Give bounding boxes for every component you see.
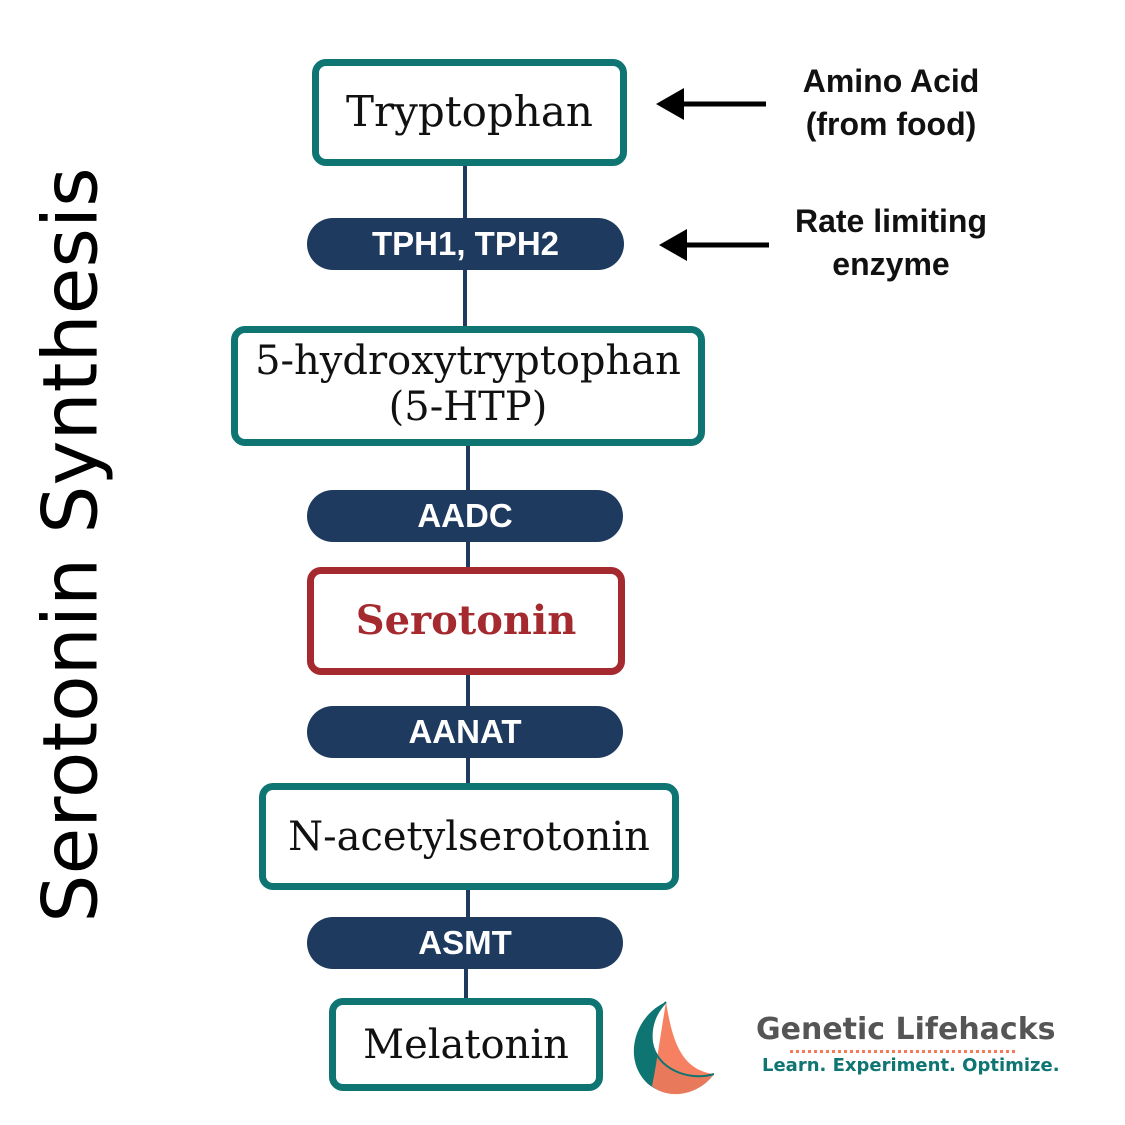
diagram-title: Serotonin Synthesis xyxy=(25,167,115,923)
rate-limiting-note: Rate limiting enzyme xyxy=(794,203,987,282)
connector-aadc-serotonin xyxy=(466,540,470,570)
logo-name: Genetic Lifehacks xyxy=(756,1012,1056,1047)
enzyme-aanat: AANAT xyxy=(307,706,623,758)
tryptophan-box: Tryptophan xyxy=(312,59,627,166)
logo-divider xyxy=(790,1050,1015,1053)
melatonin-label: Melatonin xyxy=(363,1021,569,1068)
enzyme-asmt-label: ASMT xyxy=(418,924,512,961)
enzyme-aadc: AADC xyxy=(307,490,623,542)
connector-tryptophan-tph xyxy=(463,165,467,220)
nacetylserotonin-box: N-acetylserotonin xyxy=(259,783,679,890)
arrow-left-icon xyxy=(659,229,769,261)
arrow-left-icon xyxy=(656,88,766,120)
crescent-moon-icon xyxy=(633,1001,715,1095)
htp-box: 5-hydroxytryptophan (5-HTP) xyxy=(231,326,705,446)
tryptophan-label: Tryptophan xyxy=(346,87,593,137)
connector-htp-aadc xyxy=(466,443,470,493)
enzyme-aadc-label: AADC xyxy=(417,497,513,534)
nacetylserotonin-label: N-acetylserotonin xyxy=(288,813,650,860)
connector-serotonin-aanat xyxy=(466,672,470,708)
serotonin-box: Serotonin xyxy=(307,567,625,675)
enzyme-tph-label: TPH1, TPH2 xyxy=(371,225,560,262)
logo-tagline: Learn. Experiment. Optimize. xyxy=(762,1055,1060,1076)
enzyme-tph: TPH1, TPH2 xyxy=(307,218,624,270)
serotonin-label: Serotonin xyxy=(355,597,577,644)
connector-aanat-nacetyl xyxy=(466,756,470,786)
connector-nacetyl-asmt xyxy=(466,887,470,919)
htp-label: 5-hydroxytryptophan (5-HTP) xyxy=(255,338,681,430)
enzyme-asmt: ASMT xyxy=(307,917,623,969)
connector-asmt-melatonin xyxy=(464,967,468,1002)
melatonin-box: Melatonin xyxy=(329,998,603,1091)
amino-acid-note: Amino Acid (from food) xyxy=(802,63,980,142)
enzyme-aanat-label: AANAT xyxy=(408,713,522,750)
connector-tph-htp xyxy=(463,268,467,330)
